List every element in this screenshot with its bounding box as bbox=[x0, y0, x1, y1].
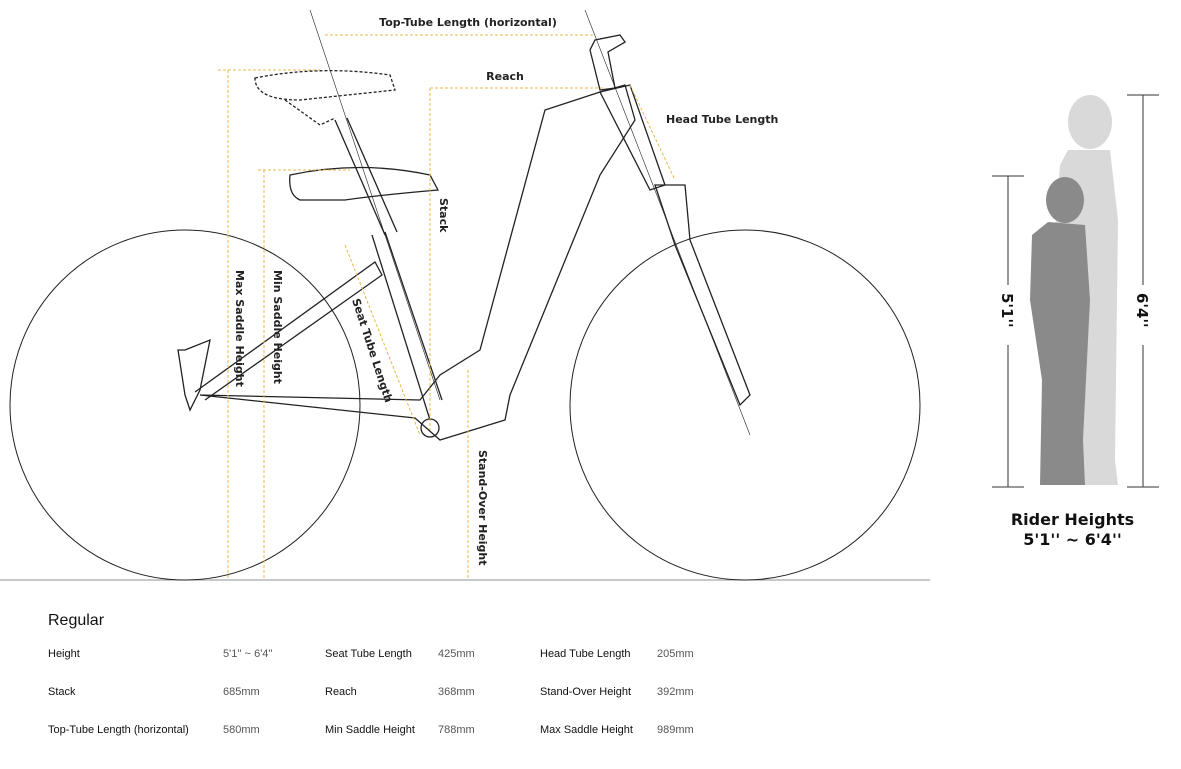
seat-tube bbox=[371, 231, 443, 421]
rider-heights-range: 5'1'' ~ 6'4'' bbox=[1023, 530, 1122, 549]
rider-tall-height: 6'4'' bbox=[1133, 293, 1151, 328]
label-stand-over: Stand-Over Height bbox=[476, 450, 489, 566]
rider-short-height: 5'1'' bbox=[998, 293, 1016, 328]
rider-heights-title: Rider Heights bbox=[1010, 510, 1135, 529]
spec-value: 368mm bbox=[438, 686, 475, 698]
handlebar-stem bbox=[589, 34, 626, 91]
spec-key: Height bbox=[48, 648, 80, 660]
saddle bbox=[289, 166, 440, 201]
spec-value: 580mm bbox=[223, 724, 260, 736]
rider-short bbox=[1030, 177, 1090, 485]
seat-stay bbox=[194, 261, 383, 401]
bike-drawing bbox=[0, 9, 930, 581]
spec-key: Reach bbox=[325, 686, 357, 698]
front-wheel bbox=[569, 229, 921, 581]
spec-key: Top-Tube Length (horizontal) bbox=[48, 724, 189, 736]
spec-value: 989mm bbox=[657, 724, 694, 736]
specs-title: Regular bbox=[48, 612, 105, 629]
spec-value: 5'1'' ~ 6'4'' bbox=[223, 648, 273, 660]
spec-key: Stand-Over Height bbox=[540, 686, 632, 698]
spec-value: 425mm bbox=[438, 648, 475, 660]
spec-value: 205mm bbox=[657, 648, 694, 660]
bike-geometry-diagram: Top-Tube Length (horizontal) Reach Head … bbox=[0, 9, 1159, 581]
spec-key: Seat Tube Length bbox=[325, 648, 412, 660]
spec-value: 392mm bbox=[657, 686, 694, 698]
spec-key: Max Saddle Height bbox=[540, 724, 633, 736]
spec-key: Head Tube Length bbox=[540, 648, 631, 660]
spec-key: Stack bbox=[48, 686, 76, 698]
head-tube bbox=[599, 84, 666, 191]
specs-table: Height 5'1'' ~ 6'4'' Seat Tube Length 425m… bbox=[48, 648, 717, 736]
guide-lines bbox=[218, 34, 676, 580]
spec-value: 685mm bbox=[223, 686, 260, 698]
label-top-tube: Top-Tube Length (horizontal) bbox=[379, 16, 557, 29]
chainstay bbox=[177, 338, 211, 412]
saddle-raised bbox=[254, 70, 396, 126]
label-seat-tube: Seat Tube Length bbox=[349, 297, 395, 404]
geometry-specs: Regular Height 5'1'' ~ 6'4'' Seat Tube Le… bbox=[48, 612, 717, 736]
label-min-saddle: Min Saddle Height bbox=[271, 270, 284, 384]
rear-wheel bbox=[9, 229, 361, 581]
seatpost bbox=[334, 117, 398, 236]
label-stack: Stack bbox=[437, 198, 450, 233]
label-reach: Reach bbox=[486, 70, 524, 83]
rider-dimension-lines bbox=[992, 94, 1159, 488]
spec-key: Min Saddle Height bbox=[325, 724, 415, 736]
label-max-saddle: Max Saddle Height bbox=[233, 270, 246, 387]
frame bbox=[199, 84, 636, 441]
fork bbox=[654, 184, 751, 407]
spec-value: 788mm bbox=[438, 724, 475, 736]
label-head-tube: Head Tube Length bbox=[666, 113, 778, 126]
rider-heights-caption: Rider Heights 5'1'' ~ 6'4'' bbox=[980, 510, 1165, 550]
